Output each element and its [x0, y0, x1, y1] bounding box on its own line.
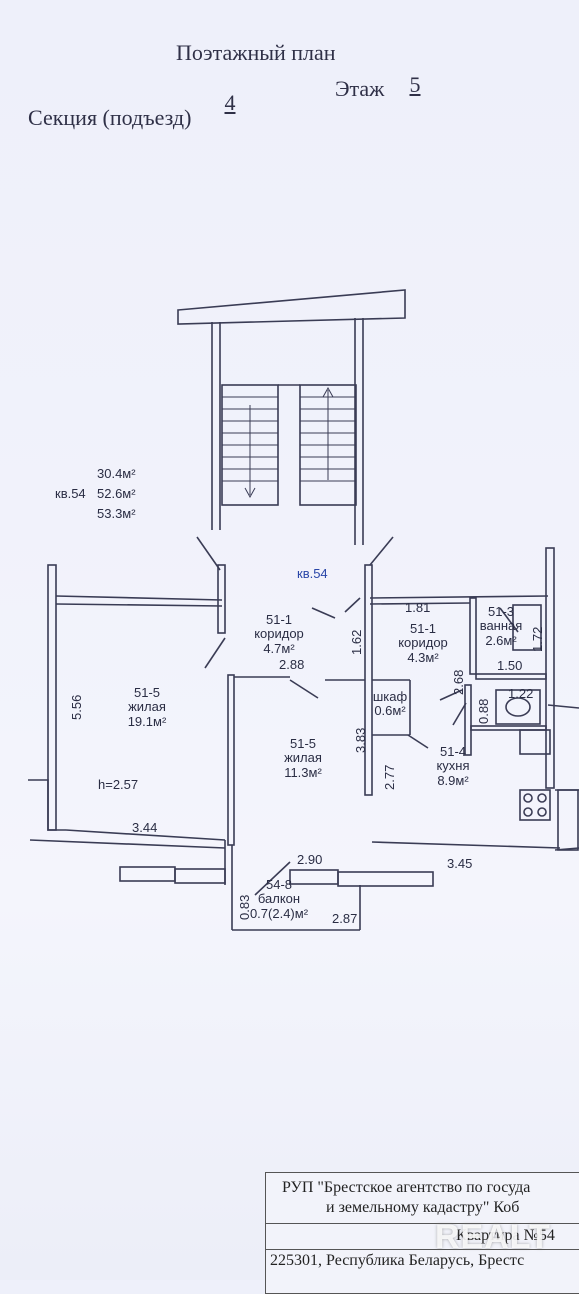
balcony-code: 54-8	[265, 877, 293, 892]
dim-3-44: 3.44	[132, 820, 158, 835]
floor-value: 5	[409, 72, 421, 97]
dim-1-81: 1.81	[405, 600, 431, 615]
title-stamp: РУП "Брестское агентство по госуда и зем…	[265, 1172, 579, 1294]
kitchen-label: 51-4 кухня 8.9м²	[418, 744, 488, 788]
dim-2-88: 2.88	[279, 657, 305, 672]
corridor2-name: коридор	[398, 635, 448, 651]
ceiling-height: h=2.57	[98, 777, 139, 792]
living-big-label: 51-5 жилая 19.1м²	[112, 685, 182, 729]
stamp-line1: РУП "Брестское агентство по госуда	[282, 1179, 531, 1196]
living-small-name: жилая	[284, 750, 322, 766]
dim-5-56: 5.56	[69, 694, 84, 720]
dim-1-72: 1.72	[530, 626, 545, 652]
dim-2-90: 2.90	[297, 852, 323, 867]
watermark-logo: REALT	[435, 1218, 551, 1256]
dim-3-83: 3.83	[353, 727, 368, 753]
living-big-name: жилая	[128, 699, 166, 715]
dim-1-22: 1.22	[508, 686, 534, 701]
corridor2-code: 51-1	[409, 621, 437, 636]
apt-summary-label: кв.54	[55, 486, 86, 501]
balcony-label: 54-8 балкон 0.7(2.4)м²	[236, 877, 322, 921]
section-value: 4	[224, 90, 236, 115]
section-label: Секция (подъезд)	[28, 105, 192, 130]
kitchen-area: 8.9м²	[437, 772, 469, 788]
corridor1-label: 51-1 коридор 4.7м²	[244, 612, 314, 656]
balcony-area: 0.7(2.4)м²	[249, 905, 309, 921]
dim-3-45: 3.45	[447, 856, 473, 871]
floor-label: Этаж	[335, 76, 385, 101]
stamp-line4: 225301, Республика Беларусь, Брестс	[270, 1252, 525, 1269]
living-big-area: 19.1м²	[127, 713, 167, 729]
corridor1-name: коридор	[254, 626, 304, 642]
corridor2-label: 51-1 коридор 4.3м²	[387, 621, 459, 665]
living-small-label: 51-5 жилая 11.3м²	[268, 736, 338, 780]
corridor1-area: 4.7м²	[263, 640, 295, 656]
living-small-area: 11.3м²	[284, 764, 322, 780]
stamp-line2: и земельному кадастру" Коб	[326, 1199, 520, 1216]
kitchen-name: кухня	[436, 758, 470, 774]
area-living: 30.4м²	[97, 466, 136, 481]
stamp-line3: Квартира №54	[456, 1227, 555, 1244]
area-full: 53.3м²	[97, 506, 136, 521]
balcony-name: балкон	[257, 891, 301, 907]
dim-0-83: 0.83	[237, 894, 252, 920]
bath-label: 51-3 ванная 2.6м²	[474, 604, 528, 648]
apt-door-label: кв.54	[297, 566, 328, 581]
kitchen-code: 51-4	[439, 744, 467, 759]
closet-area: 0.6м²	[374, 703, 406, 719]
dim-2-68: 2.68	[451, 669, 466, 695]
living-small-code: 51-5	[289, 736, 317, 751]
dim-1-62: 1.62	[349, 629, 364, 655]
living-big-code: 51-5	[133, 685, 161, 700]
page-title: Поэтажный план	[176, 40, 336, 65]
bath-name: ванная	[479, 618, 523, 634]
area-total: 52.6м²	[97, 486, 136, 501]
dim-1-50: 1.50	[497, 658, 523, 673]
closet-label: шкаф 0.6м²	[368, 689, 412, 719]
closet-name: шкаф	[372, 689, 408, 704]
corridor1-code: 51-1	[265, 612, 293, 627]
corridor2-area: 4.3м²	[407, 649, 439, 665]
dim-2-87: 2.87	[332, 911, 358, 926]
dim-0-88: 0.88	[476, 698, 491, 724]
bath-code: 51-3	[487, 604, 515, 619]
bath-area: 2.6м²	[485, 632, 517, 648]
dim-2-77: 2.77	[382, 764, 397, 790]
